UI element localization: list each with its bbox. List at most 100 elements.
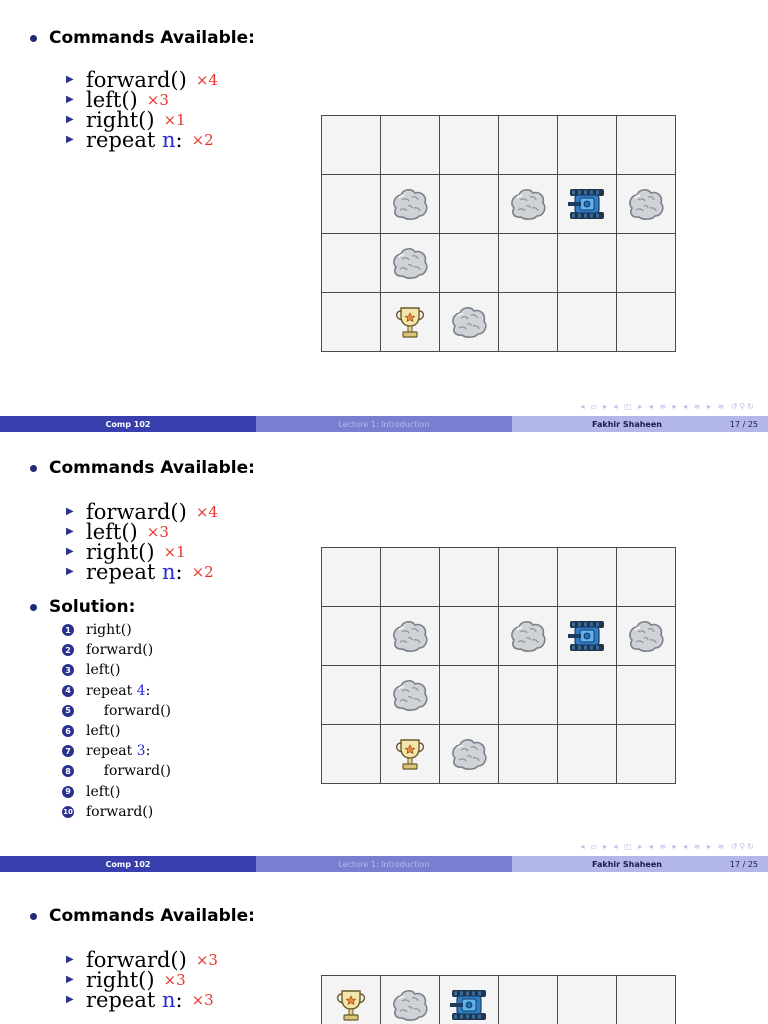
grid-cell	[616, 547, 676, 607]
command-item: ▶left()×3	[66, 520, 169, 544]
grid-cell	[616, 115, 676, 175]
bullet-icon	[30, 603, 37, 611]
grid-cell	[439, 975, 499, 1024]
command-item: ▶repeat n:×2	[66, 560, 214, 584]
grid-cell	[380, 292, 440, 352]
solution-heading: Solution:	[30, 597, 135, 617]
command-item: ▶right()×3	[66, 968, 186, 992]
triangle-bullet-icon: ▶	[66, 74, 74, 85]
grid-cell	[557, 233, 617, 293]
grid-cell	[557, 115, 617, 175]
grid-cell	[498, 665, 558, 725]
commands-heading: Commands Available:	[30, 906, 255, 926]
command-item: ▶repeat n:×3	[66, 988, 214, 1012]
bullet-icon	[30, 912, 37, 920]
grid-cell	[321, 606, 381, 666]
grid-cell	[616, 975, 676, 1024]
grid-cell	[498, 174, 558, 234]
triangle-bullet-icon: ▶	[66, 974, 74, 985]
grid-cell	[557, 547, 617, 607]
grid-cell	[439, 606, 499, 666]
grid-cell	[321, 115, 381, 175]
grid-cell	[498, 115, 558, 175]
command-item: ▶left()×3	[66, 88, 169, 112]
grid-cell	[616, 233, 676, 293]
grid-cell	[557, 665, 617, 725]
rock-icon	[508, 618, 548, 654]
grid-cell	[616, 292, 676, 352]
grid-cell	[557, 174, 617, 234]
grid-cell	[321, 233, 381, 293]
command-item: ▶right()×1	[66, 108, 186, 132]
grid-cell	[321, 665, 381, 725]
grid-cell	[380, 547, 440, 607]
footer-author: Fakhir Shaheen	[592, 859, 662, 869]
triangle-bullet-icon: ▶	[66, 994, 74, 1005]
command-item: ▶forward()×3	[66, 948, 218, 972]
grid-cell	[321, 975, 381, 1024]
game-grid	[321, 975, 681, 1024]
trophy-icon	[390, 304, 430, 340]
footer-lecture: Lecture 1: Introduction	[256, 856, 512, 872]
grid-cell	[439, 724, 499, 784]
grid-cell	[557, 606, 617, 666]
grid-cell	[439, 115, 499, 175]
grid-cell	[616, 724, 676, 784]
tank-icon	[567, 618, 607, 654]
grid-cell	[439, 233, 499, 293]
slide-2: Commands Available: ▶forward()×4 ▶left()…	[0, 440, 768, 872]
footer-page: 17 / 25	[729, 419, 758, 429]
rock-icon	[626, 618, 666, 654]
command-item: ▶right()×1	[66, 540, 186, 564]
grid-cell	[321, 174, 381, 234]
footer-page: 17 / 25	[729, 859, 758, 869]
footer-right: Fakhir Shaheen 17 / 25	[512, 856, 768, 872]
bullet-icon	[30, 34, 37, 42]
footer-course: Comp 102	[0, 856, 256, 872]
bullet-icon	[30, 464, 37, 472]
solution-step: 8 forward()	[62, 761, 171, 781]
command-item: ▶forward()×4	[66, 500, 218, 524]
game-grid	[321, 115, 681, 355]
grid-cell	[498, 547, 558, 607]
rock-icon	[390, 618, 430, 654]
rock-icon	[390, 186, 430, 222]
grid-cell	[321, 292, 381, 352]
grid-cell	[439, 547, 499, 607]
rock-icon	[449, 736, 489, 772]
beamer-nav-icons: ◂ ▫ ▸ ◂ ◰ ▸ ◂ ≡ ▸ ◂ ≡ ▸ ≡ ↺⚲↻	[580, 402, 756, 411]
command-item: ▶forward()×4	[66, 68, 218, 92]
grid-cell	[498, 975, 558, 1024]
grid-cell	[557, 975, 617, 1024]
rock-icon	[626, 186, 666, 222]
commands-heading: Commands Available:	[30, 458, 255, 478]
beamer-nav-icons: ◂ ▫ ▸ ◂ ◰ ▸ ◂ ≡ ▸ ◂ ≡ ▸ ≡ ↺⚲↻	[580, 842, 756, 851]
commands-heading: Commands Available:	[30, 28, 255, 48]
grid-cell	[498, 292, 558, 352]
game-grid	[321, 547, 681, 787]
footer-bar: Comp 102 Lecture 1: Introduction Fakhir …	[0, 856, 768, 872]
grid-cell	[616, 174, 676, 234]
solution-step: 5 forward()	[62, 701, 171, 721]
grid-cell	[321, 724, 381, 784]
triangle-bullet-icon: ▶	[66, 566, 74, 577]
grid-cell	[380, 724, 440, 784]
footer-course: Comp 102	[0, 416, 256, 432]
triangle-bullet-icon: ▶	[66, 546, 74, 557]
grid-cell	[439, 292, 499, 352]
grid-cell	[380, 174, 440, 234]
footer-right: Fakhir Shaheen 17 / 25	[512, 416, 768, 432]
slide-3: Commands Available: ▶forward()×3 ▶right(…	[0, 880, 768, 1024]
grid-cell	[498, 724, 558, 784]
grid-cell	[557, 292, 617, 352]
command-list: ▶forward()×3 ▶right()×3 ▶repeat n:×3	[66, 948, 218, 1012]
trophy-icon	[331, 987, 371, 1023]
